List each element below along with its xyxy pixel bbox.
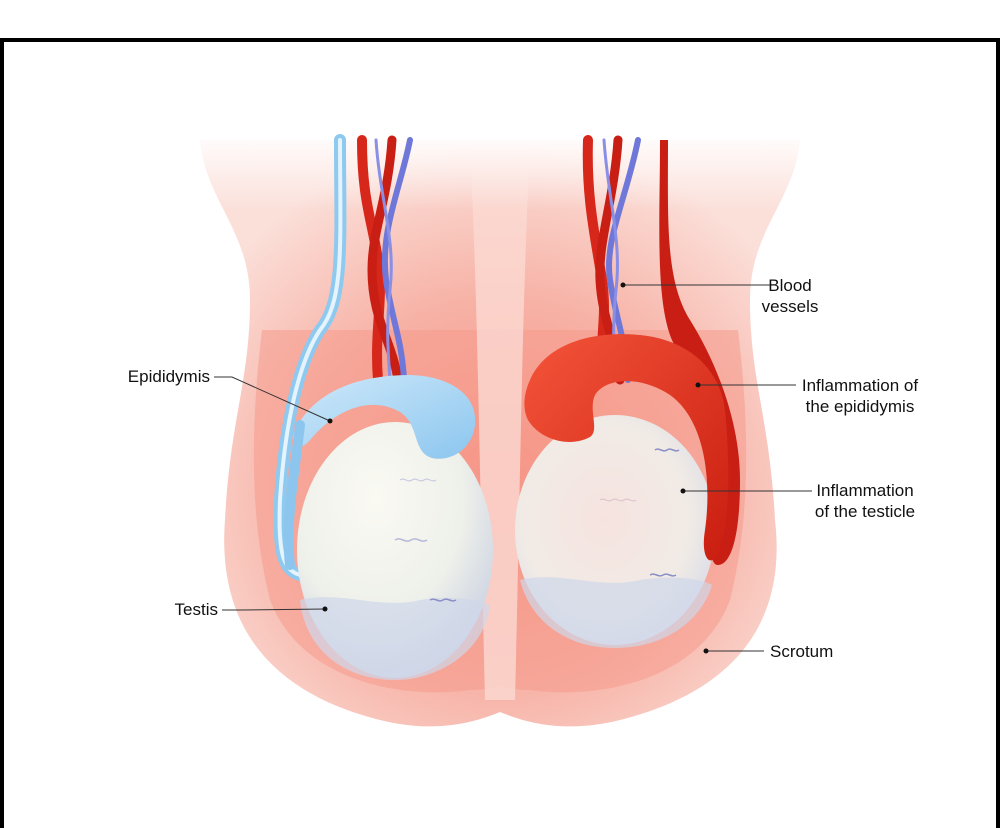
label-inflam-testicle-line1: Inflammation [816, 481, 914, 500]
label-inflam-epididymis-line1: Inflammation of [801, 376, 919, 395]
label-inflam-testicle-line2: of the testicle [814, 502, 916, 521]
leader-testis [222, 608, 326, 611]
label-inflammation-testicle: Inflammation of the testicle [805, 480, 925, 522]
left-artery [357, 135, 385, 385]
left-vein [381, 137, 413, 383]
right-epididymis [524, 334, 729, 561]
label-blood-vessels-line1: Blood [768, 276, 812, 295]
label-inflam-epididymis-line2: the epididymis [805, 397, 915, 416]
label-blood-vessels: Blood vessels [755, 275, 825, 317]
label-inflammation-epididymis: Inflammation of the epididymis [790, 375, 930, 417]
image-border [0, 38, 1000, 828]
leader-dots [322, 282, 709, 654]
leader-lines [214, 284, 812, 652]
leader-epididymis [214, 376, 331, 422]
label-testis: Testis [174, 600, 218, 619]
left-epididymis [292, 375, 476, 459]
label-blood-vessels-line2: vessels [761, 297, 819, 316]
label-epididymis: Epididymis [127, 367, 210, 386]
label-scrotum: Scrotum [770, 642, 834, 661]
